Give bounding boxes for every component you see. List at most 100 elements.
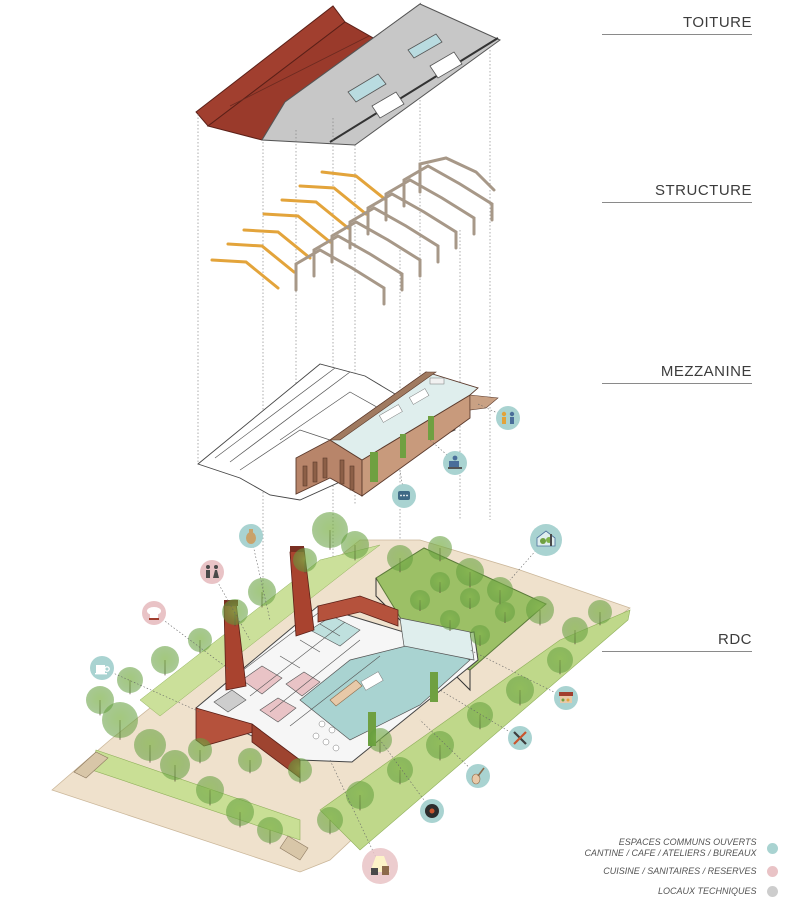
tree [547,647,573,673]
tree [188,628,212,652]
zone-service [241,665,283,695]
tree [102,702,138,738]
frame-beam-orange [226,242,296,274]
building-ground-floor [195,595,479,779]
legend-swatch-grey [767,886,778,898]
tree [562,617,588,643]
frame-portal [294,248,386,306]
lawn [139,544,381,717]
mezzanine-roof-edge [329,371,437,441]
tree [317,807,343,833]
coffee-cup-icon [90,656,114,680]
tree [226,798,254,826]
market-stall-icon [554,686,578,710]
tree [312,512,348,548]
roof-grey-right-slope [261,3,501,146]
tree [387,545,413,571]
structure-level [210,156,496,306]
roof-skylight [407,33,443,59]
zone-technical [213,689,247,713]
green-wall [370,452,378,482]
frame-beam-orange [242,228,312,260]
tree [86,686,114,714]
tree [248,578,276,606]
tree [426,731,454,759]
frame-portal [348,206,440,264]
frame-beam-orange [320,170,388,202]
legend-swatch-pink [767,866,778,878]
zone-common [299,639,471,741]
cinema-icon [362,848,398,884]
vinyl-icon [420,799,444,823]
tree [257,817,283,843]
tree [440,610,460,630]
tree [526,596,554,624]
legend-label: LOCAUX TECHNIQUES [657,886,757,897]
frame-portal [384,178,476,236]
vase-icon [239,524,263,548]
tree [428,536,452,560]
tree [387,757,413,783]
tree [588,600,612,624]
mezzanine-seating-icon [443,451,467,475]
frame-portal [418,156,496,194]
tree [238,748,262,772]
tree [293,548,317,572]
frame-beam-orange [210,258,280,290]
tree [346,781,374,809]
mezzanine-chat-icon [392,484,416,508]
chef-hat-icon [142,601,166,625]
level-label-toiture: TOITURE [602,14,752,35]
green-wall [400,434,406,458]
tree [151,646,179,674]
mezzanine-people-icon [496,406,520,430]
tree [134,729,166,761]
tree [456,558,484,586]
steps [73,751,309,861]
tree [430,572,450,592]
frame-portal [366,192,458,250]
brick-wall-west [195,707,261,747]
tree [160,750,190,780]
greenhouse-icon [530,524,562,556]
legend-label: CUISINE / SANITAIRES / RESERVES [603,866,757,877]
level-label-rdc: RDC [602,631,752,652]
legend-item-technical: LOCAUX TECHNIQUES [657,886,778,898]
roof-opening [429,51,463,79]
frame-portal [402,164,494,222]
brick-wall-north [317,595,399,627]
roof-opening [371,91,405,119]
tree [495,602,515,622]
zone-service [259,697,297,723]
trees [86,512,612,845]
tree [188,738,212,762]
frame-beam-orange [262,212,332,244]
tree [196,776,224,804]
tree [288,758,312,782]
tree [487,577,513,603]
level-label-structure: STRUCTURE [602,182,752,203]
tree [117,667,143,693]
tree [467,702,493,728]
legend-item-service: CUISINE / SANITAIRES / RESERVES [603,866,778,878]
tree [460,588,480,608]
level-label-mezzanine: MEZZANINE [602,363,752,384]
toilets-icon [200,560,224,584]
tree [222,599,248,625]
legend-item-common: ESPACES COMMUNS OUVERTS CANTINE / CAFE /… [584,837,778,859]
tree [470,625,490,645]
frame-beam-orange [298,184,368,216]
frame-portal [330,220,422,278]
tree [341,531,369,559]
green-wall [428,416,434,440]
legend-swatch-teal [767,842,778,854]
roof-skylight [347,73,387,103]
ground-level [51,539,631,873]
tools-icon [508,726,532,750]
guitar-icon [466,764,490,788]
frame-beam-orange [280,198,350,230]
tree [410,590,430,610]
frame-portal [312,234,404,292]
mezzanine-level [197,363,499,501]
